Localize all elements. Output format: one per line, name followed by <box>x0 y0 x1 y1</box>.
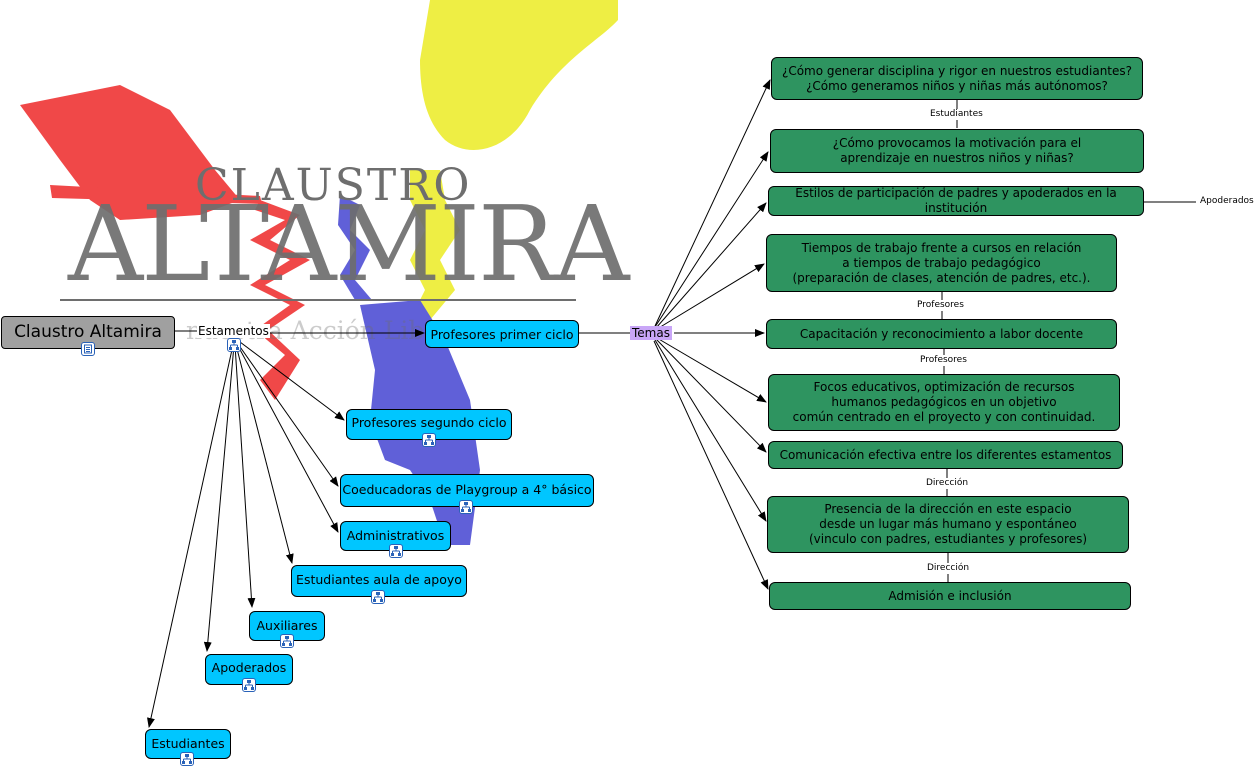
tema-node-capacitacion[interactable]: Capacitación y reconocimiento a labor do… <box>766 319 1117 349</box>
estamento-node-estudiantes-aula-apoyo[interactable]: Estudiantes aula de apoyo <box>291 565 467 597</box>
estamentos-label: Estamentos <box>197 324 270 338</box>
submap-icon[interactable] <box>389 544 403 558</box>
link-to-tema-1 <box>654 79 771 327</box>
link-to-tema-9 <box>653 340 769 590</box>
logo-title-line2: ALTAMIRA <box>68 183 629 305</box>
estamento-links <box>147 329 425 728</box>
link-to-tema-3 <box>655 202 767 329</box>
tema-node-participacion[interactable]: Estilos de participación de padres y apo… <box>768 186 1144 216</box>
link-label-direccion-2: Dirección <box>926 563 971 574</box>
document-icon[interactable] <box>81 342 95 356</box>
tema-node-comunicacion[interactable]: Comunicación efectiva entre los diferent… <box>768 441 1123 469</box>
red-hand-shape <box>20 85 240 220</box>
tema-node-disciplina[interactable]: ¿Cómo generar disciplina y rigor en nues… <box>771 57 1143 100</box>
link-to-estudiantes-aula <box>235 344 294 564</box>
submap-icon[interactable] <box>280 634 294 648</box>
blue-scribble-shape <box>338 195 372 300</box>
link-label-profesores-1: Profesores <box>916 300 965 311</box>
submap-icon[interactable] <box>371 590 385 604</box>
temas-label: Temas <box>630 326 672 340</box>
link-label-profesores-2: Profesores <box>919 355 968 366</box>
link-to-auxiliares <box>234 344 256 608</box>
submap-icon[interactable] <box>242 678 256 692</box>
submap-icon[interactable] <box>227 338 241 352</box>
link-to-tema-6 <box>656 337 767 403</box>
root-label: Claustro Altamira <box>14 322 162 342</box>
link-to-estudiantes <box>147 344 234 728</box>
submap-icon[interactable] <box>180 752 194 766</box>
tema-node-presencia[interactable]: Presencia de la dirección en este espaci… <box>767 496 1129 553</box>
link-to-tema-4 <box>656 263 765 330</box>
link-label-estudiantes: Estudiantes <box>929 109 984 120</box>
submap-icon[interactable] <box>422 433 436 447</box>
link-to-profesores-segundo-ciclo <box>239 341 345 421</box>
tema-node-motivacion[interactable]: ¿Cómo provocamos la motivación para el a… <box>770 129 1144 173</box>
estamento-node-profesores-primer-ciclo[interactable]: Profesores primer ciclo <box>425 320 579 348</box>
link-label-apoderados: Apoderados <box>1199 196 1255 207</box>
tema-node-tiempos[interactable]: Tiempos de trabajo frente a cursos en re… <box>766 234 1117 292</box>
logo-title-line1: CLAUSTRO <box>195 160 472 211</box>
submap-icon[interactable] <box>459 500 473 514</box>
link-to-apoderados <box>203 344 235 652</box>
yellow-hand-shape <box>420 0 618 150</box>
tema-node-focos[interactable]: Focos educativos, optimización de recurs… <box>768 374 1120 431</box>
link-to-tema-8 <box>654 339 767 522</box>
tema-links <box>579 79 771 590</box>
link-to-tema-2 <box>654 151 769 328</box>
link-label-direccion-1: Dirección <box>925 478 970 489</box>
red-pencil-shape <box>50 185 262 204</box>
link-to-coeducadoras <box>237 343 339 487</box>
link-to-administrativos <box>236 343 339 533</box>
link-to-tema-7 <box>655 338 767 453</box>
tema-node-admision[interactable]: Admisión e inclusión <box>769 582 1131 610</box>
